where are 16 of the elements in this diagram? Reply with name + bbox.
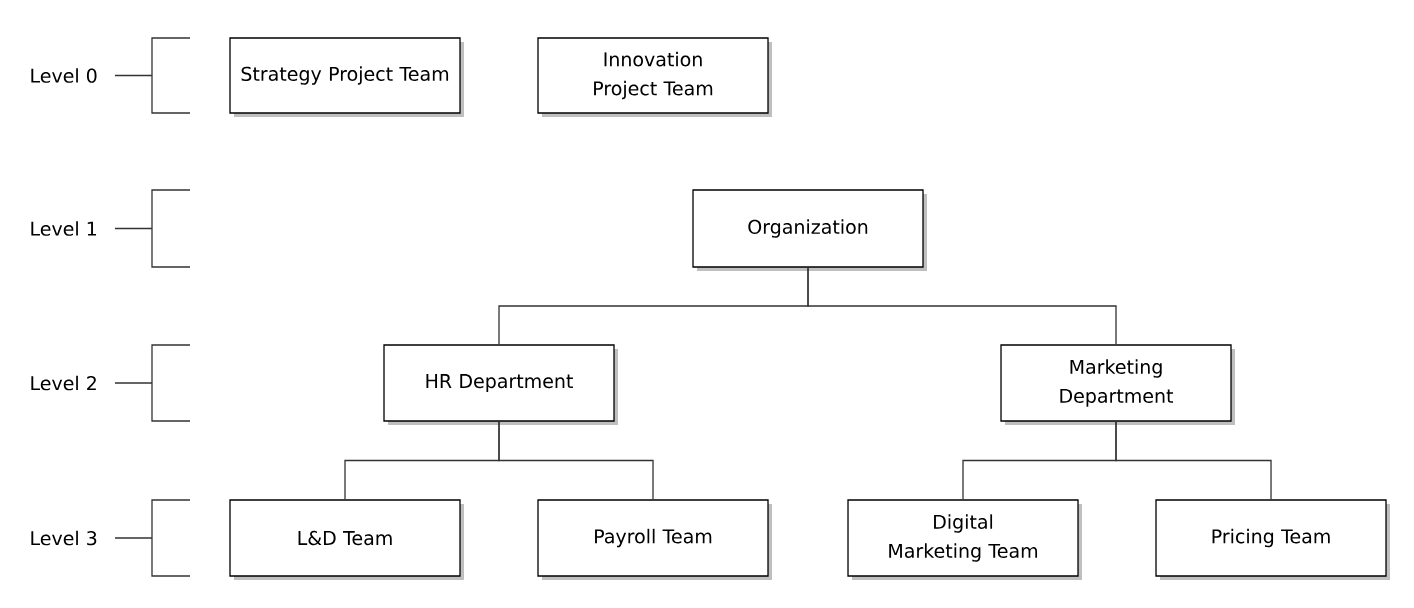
level-label: Level 0: [31, 68, 97, 83]
team-box: Organization: [692, 189, 927, 271]
team-box: Digital Marketing Team: [847, 499, 1082, 580]
level-label: Level 1: [31, 221, 97, 236]
team-box: Innovation Project Team: [537, 37, 772, 117]
team-box: Pricing Team: [1155, 499, 1390, 580]
connector-line: [807, 267, 1117, 345]
team-box: Strategy Project Team: [229, 37, 464, 117]
connector-line: [1115, 421, 1272, 500]
team-box: Payroll Team: [537, 499, 772, 580]
level-label: Level 3: [31, 530, 97, 546]
level-label: Level 2: [31, 375, 96, 391]
team-box: Marketing Department: [1000, 344, 1235, 425]
team-box: HR Department: [383, 344, 618, 425]
connector-line: [498, 421, 654, 500]
team-box: L&D Team: [229, 499, 464, 580]
